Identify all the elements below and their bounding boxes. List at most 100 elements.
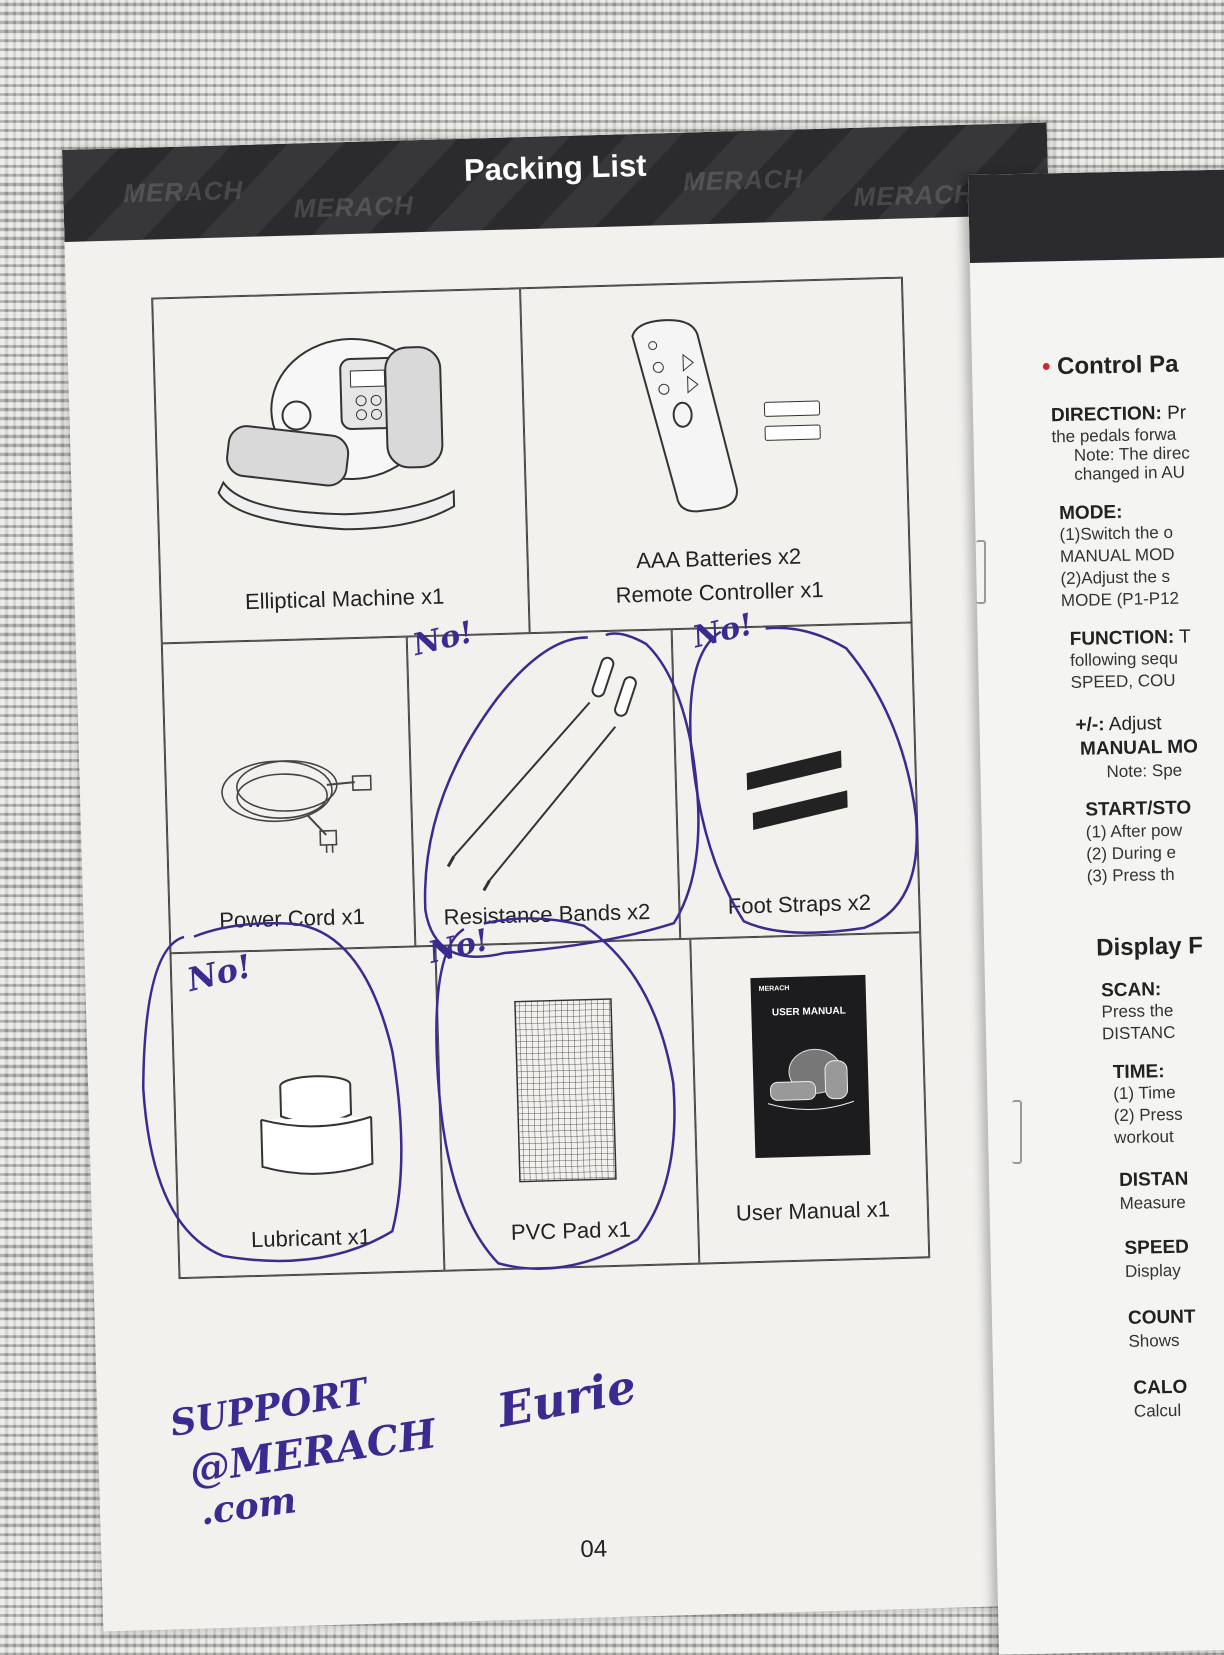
control-panel-line: changed in AU <box>1074 463 1185 485</box>
control-panel-line: Press the <box>1101 1001 1173 1022</box>
item-label: Power Cord x1 <box>218 903 366 933</box>
control-panel-line-text: SCAN: <box>1100 979 1162 1002</box>
lubricant-icon <box>260 1075 374 1175</box>
control-panel-line: +/-: Adjust <box>1075 713 1162 737</box>
control-panel-line-text: (3) Press th <box>1086 864 1175 886</box>
control-panel-line-text: FUNCTION: <box>1069 626 1175 650</box>
control-panel-line: (2) During e <box>1086 843 1176 865</box>
item-foot-straps: Foot Straps x2 <box>671 622 921 940</box>
control-panel-line-suffix: T <box>1173 626 1191 648</box>
control-panel-line-text: (2) Press <box>1113 1104 1183 1126</box>
item-elliptical-machine: Elliptical Machine x1 <box>152 288 530 644</box>
control-panel-line: Display F <box>1096 932 1203 962</box>
control-panel-line: following sequ <box>1070 649 1178 671</box>
control-panel-line-text: workout <box>1113 1126 1174 1148</box>
control-panel-line: COUNT <box>1128 1306 1196 1329</box>
banner-logo: MERACH <box>293 190 415 224</box>
control-panel-line: (1) After pow <box>1086 821 1183 843</box>
control-panel-line: Shows <box>1128 1331 1179 1352</box>
page-number: 04 <box>580 1535 608 1564</box>
foot-straps-icon <box>746 750 848 830</box>
item-label: Resistance Bands x2 <box>443 898 651 930</box>
packing-list-page: MERACH MERACH MERACH MERACH Packing List <box>62 122 1088 1632</box>
control-panel-line-text: DISTANC <box>1101 1022 1176 1044</box>
staple <box>976 540 986 604</box>
control-panel-line-text: +/-: <box>1075 714 1105 736</box>
control-panel-line-text: COUNT <box>1127 1306 1196 1329</box>
item-lubricant: Lubricant x1 <box>170 945 445 1279</box>
control-panel-line-text: changed in AU <box>1074 462 1186 484</box>
item-resistance-bands: Resistance Bands x2 <box>406 629 681 947</box>
control-panel-line-text: Display F <box>1095 932 1204 962</box>
control-panel-line: SPEED, COU <box>1070 671 1175 693</box>
control-panel-line-suffix: Adjust <box>1104 713 1162 736</box>
right-page-banner <box>968 168 1224 263</box>
control-panel-line-text: START/STO <box>1085 797 1192 821</box>
control-panel-line: MODE: <box>1059 502 1123 525</box>
handwritten-name: Eurie <box>493 1359 641 1438</box>
item-remote-controller: AAA Batteries x2 Remote Controller x1 <box>520 277 912 634</box>
control-panel-line: DIRECTION: Pr <box>1051 402 1187 427</box>
control-panel-line-text: Note: The direc <box>1073 443 1190 465</box>
control-panel-line: CALO <box>1133 1377 1187 1400</box>
control-panel-line: MANUAL MO <box>1080 736 1198 760</box>
pvc-pad-icon <box>514 998 617 1183</box>
item-power-cord: Power Cord x1 <box>161 636 416 954</box>
control-panel-line-text: (2) During e <box>1086 842 1177 864</box>
page-banner: MERACH MERACH MERACH MERACH Packing List <box>62 122 1050 242</box>
control-panel-line-text: DISTAN <box>1118 1168 1189 1192</box>
control-panel-line-text: MANUAL MOD <box>1059 544 1175 567</box>
control-panel-line: Measure <box>1119 1193 1186 1214</box>
control-panel-line-text: MANUAL MO <box>1079 736 1199 760</box>
control-panel-line: START/STO <box>1085 797 1191 821</box>
control-panel-line: Note: Spe <box>1106 761 1182 783</box>
control-panel-line: (2)Adjust the s <box>1060 567 1170 589</box>
resistance-bands-icon <box>446 656 637 892</box>
item-label: PVC Pad x1 <box>510 1216 632 1245</box>
control-panel-line-text: Note: Spe <box>1106 760 1183 782</box>
control-panel-line-text: the pedals forwa <box>1051 424 1177 447</box>
control-panel-line-text: (1) After pow <box>1085 820 1183 842</box>
section-title: • Control Pa <box>1042 351 1179 382</box>
control-panel-line: MANUAL MOD <box>1060 545 1175 567</box>
control-panel-line: SPEED <box>1124 1237 1189 1260</box>
user-manual-cover: MERACH USER MANUAL <box>750 974 871 1159</box>
control-panel-line-text: TIME: <box>1112 1061 1165 1084</box>
remote-controller-icon <box>631 319 821 513</box>
control-panel-line-text: Measure <box>1119 1192 1186 1214</box>
control-panel-line-text: SPEED <box>1124 1236 1190 1259</box>
banner-logo: MERACH <box>853 178 975 212</box>
item-label: Foot Straps x2 <box>727 889 872 919</box>
control-panel-line-text: MODE (P1-P12 <box>1060 588 1180 611</box>
item-label: Elliptical Machine x1 <box>244 583 445 615</box>
item-label: User Manual x1 <box>735 1196 891 1226</box>
control-panel-line-text: Shows <box>1128 1330 1180 1351</box>
control-panel-line-text: following sequ <box>1069 648 1179 670</box>
manual-cover-machine-icon <box>767 1048 855 1110</box>
control-panel-line: (3) Press th <box>1087 865 1175 887</box>
control-panel-line: TIME: <box>1113 1061 1165 1084</box>
control-panel-line-text: CALO <box>1133 1376 1188 1399</box>
control-panel-line: (2) Press <box>1114 1105 1183 1126</box>
staple <box>1012 1100 1022 1164</box>
control-panel-line: Calcul <box>1134 1401 1182 1422</box>
control-panel-line-suffix: Pr <box>1161 402 1187 424</box>
manual-cover-brand: MERACH <box>758 985 790 993</box>
control-panel-line: (1) Time <box>1113 1083 1176 1104</box>
control-panel-line-text: DIRECTION: <box>1050 402 1163 427</box>
item-label: Lubricant x1 <box>250 1223 372 1253</box>
control-panel-line-text: Calcul <box>1133 1400 1182 1421</box>
control-panel-line: Display <box>1125 1261 1181 1282</box>
control-panel-line: MODE (P1-P12 <box>1061 589 1179 611</box>
elliptical-machine-icon <box>217 338 456 531</box>
control-panel-line-text: SPEED, COU <box>1070 670 1176 692</box>
control-panel-line: FUNCTION: T <box>1070 626 1191 651</box>
control-panel-line: workout <box>1114 1127 1174 1148</box>
item-label-batteries: AAA Batteries x2 <box>635 543 802 574</box>
item-label-remote: Remote Controller x1 <box>615 576 824 608</box>
control-panel-line-text: (1) Time <box>1113 1082 1176 1104</box>
control-panel-line-text: (1)Switch the o <box>1059 522 1174 545</box>
control-panel-line-text: MODE: <box>1058 501 1123 525</box>
